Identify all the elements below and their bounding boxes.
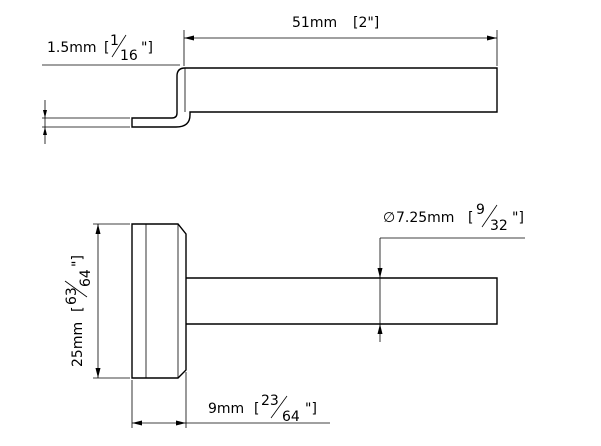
- fraction-slash: [111, 34, 127, 58]
- shaft-outline: [186, 277, 498, 325]
- inch-bracket-close: "]: [512, 210, 524, 226]
- height-fraction-denominator: 64: [78, 269, 94, 287]
- diameter-fraction-denominator: 32: [490, 218, 508, 234]
- bottom-view: 25mm [ 63 64 "] 9mm [ 23 64 "] ∅ 7.25mm …: [64, 202, 525, 428]
- thickness-fraction-denominator: 16: [120, 48, 138, 64]
- bracket-open: [: [468, 210, 473, 226]
- diameter-symbol: ∅: [383, 210, 395, 226]
- fraction-slash: [270, 395, 288, 419]
- height-fraction-numerator: 63: [64, 287, 80, 305]
- arrow-down-icon: [377, 268, 383, 278]
- arrow-up-icon: [43, 127, 47, 135]
- length-imperial-label: [2"]: [353, 15, 379, 31]
- arrow-left-icon: [184, 35, 194, 41]
- arrow-right-icon: [487, 35, 497, 41]
- thickness-fraction-numerator: 1: [110, 33, 119, 49]
- arrow-down-icon: [43, 110, 47, 118]
- fraction-slash: [64, 280, 88, 298]
- length-metric-label: 51mm: [292, 15, 337, 31]
- width-fraction-denominator: 64: [282, 409, 300, 425]
- bracket-open: [: [254, 401, 259, 417]
- top-view: 51mm [2"] 1.5mm [ 1 16 "]: [42, 15, 498, 144]
- width-fraction-numerator: 23: [261, 393, 279, 409]
- fraction-slash: [481, 204, 498, 228]
- width-metric-label: 9mm: [208, 401, 244, 417]
- height-metric-label: 25mm: [70, 322, 86, 367]
- arrow-up-icon: [95, 224, 101, 234]
- inch-bracket-close: "]: [70, 255, 86, 267]
- inch-bracket-close: "]: [141, 40, 153, 56]
- arrow-left-icon: [132, 420, 142, 426]
- arrow-right-icon: [176, 420, 186, 426]
- diameter-fraction-numerator: 9: [476, 202, 485, 218]
- arrow-down-icon: [95, 368, 101, 378]
- inch-bracket-close: "]: [305, 401, 317, 417]
- bracket-open: [: [70, 307, 86, 312]
- arrow-up-icon: [377, 324, 383, 334]
- diameter-metric-label: 7.25mm: [396, 210, 454, 226]
- height-label-group: 25mm [ 63 64 "]: [64, 255, 94, 367]
- part-profile-top: [131, 67, 498, 128]
- thickness-metric-label: 1.5mm: [47, 40, 97, 56]
- bracket-open: [: [104, 40, 109, 56]
